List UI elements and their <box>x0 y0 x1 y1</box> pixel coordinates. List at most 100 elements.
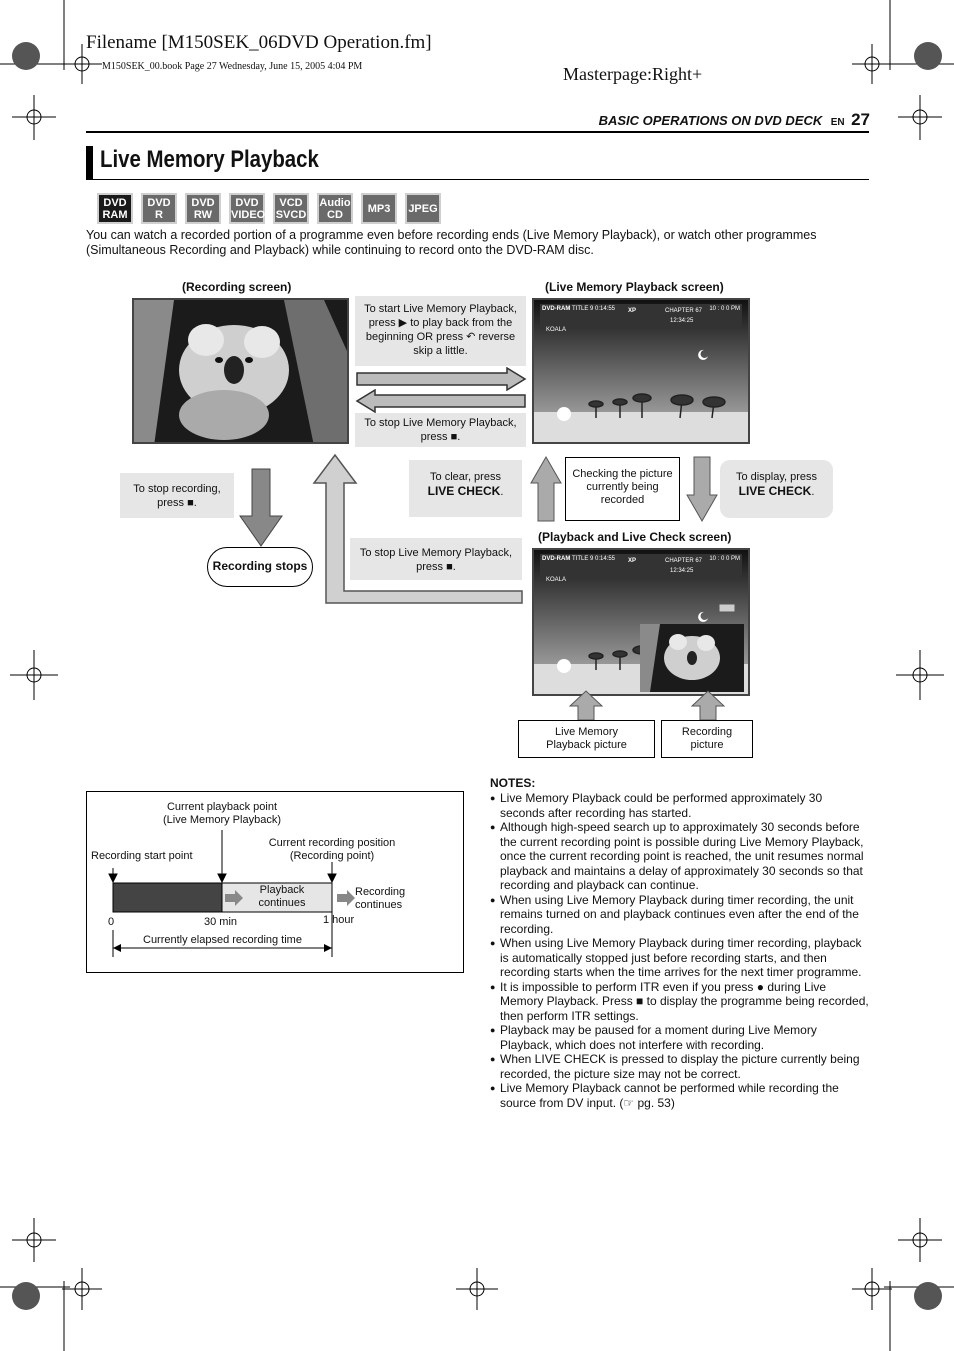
osd-clock: 12:34:25 <box>670 318 694 324</box>
disc-icon-line1: MP3 <box>367 202 391 215</box>
disc-icon-line2: VIDEO <box>231 208 266 221</box>
disc-icon-line1: DVD <box>191 196 215 209</box>
checking-picture-box: Checking the picture currently being rec… <box>565 457 680 521</box>
note-item: When LIVE CHECK is pressed to display th… <box>490 1052 870 1081</box>
disc-icon-line2: SVCD <box>275 208 307 221</box>
start-lmp-text-b: to play back from the beginning OR press <box>365 317 513 343</box>
osd-clock2: 10 : 0 0 PM <box>709 556 740 562</box>
down-arrow-display <box>686 456 718 523</box>
osd-chapter: CHAPTER 67 <box>665 308 703 314</box>
osd-time: 0:14:55 <box>595 556 616 562</box>
disc-icon-line2: RAM <box>102 208 128 221</box>
stop-lmp-box-2: To stop Live Memory Playback, press ■. <box>350 538 522 580</box>
section-title: BASIC OPERATIONS ON DVD DECK <box>598 113 823 128</box>
osd-clock: 12:34:25 <box>670 568 694 574</box>
down-arrow-recording <box>239 468 283 547</box>
up-arrow-clear <box>530 455 562 522</box>
note-item: Live Memory Playback cannot be performed… <box>490 1081 870 1110</box>
stop-icon: ■ <box>187 497 194 509</box>
left-arrow <box>355 389 526 413</box>
osd-mode: DVD-RAM <box>542 556 571 562</box>
plc-osd: DVD-RAM TITLE 9 0:14:55 XP CHAPTER 67 12… <box>540 554 742 583</box>
stop-lmp-2-dot: . <box>452 561 456 573</box>
stop-recording-text: To stop recording, press <box>133 483 221 509</box>
current-recording-label: Current recording position (Recording po… <box>268 837 396 862</box>
page-title: Live Memory Playback <box>100 146 319 173</box>
osd-quality: XP <box>628 308 637 314</box>
notes-section: NOTES: Live Memory Playback could be per… <box>490 776 870 1110</box>
start-lmp-box: To start Live Memory Playback, press ▶ t… <box>355 296 526 366</box>
start-lmp-text-c: reverse skip a little. <box>413 331 516 357</box>
lmp-osd: DVD-RAM TITLE 9 0:14:55 XP CHAPTER 67 12… <box>540 304 742 333</box>
plc-screen-label: (Playback and Live Check screen) <box>538 530 732 544</box>
stop-lmp-2-text: To stop Live Memory Playback, press <box>359 547 513 573</box>
print-filename: Filename [M150SEK_06DVD Operation.fm] <box>86 32 432 53</box>
disc-icon-line2: CD <box>327 208 343 221</box>
page-number: 27 <box>851 110 870 129</box>
clear-live-check-box: To clear, press LIVE CHECK. <box>409 460 522 517</box>
disc-icon-mp3: MP3 <box>361 193 397 224</box>
notes-heading: NOTES: <box>490 776 536 790</box>
disc-icon-line1: DVD <box>103 196 127 209</box>
play-icon: ▶ <box>398 317 408 329</box>
osd-clock2: 10 : 0 0 PM <box>709 306 740 312</box>
osd-name: KOALA <box>546 327 567 333</box>
tick-1-hour: 1 hour <box>323 914 355 926</box>
recording-stops-pill: Recording stops <box>207 547 313 587</box>
osd-chapter: CHAPTER 67 <box>665 558 703 564</box>
notes-list: Live Memory Playback could be performed … <box>490 791 870 1110</box>
intro-text: You can watch a recorded portion of a pr… <box>86 228 817 257</box>
display-text: To display, press <box>735 471 818 483</box>
lmp-screen: DVD-RAM TITLE 9 0:14:55 XP CHAPTER 67 12… <box>532 298 750 444</box>
display-dot: . <box>811 486 815 498</box>
timeline-box: Current playback point (Live Memory Play… <box>86 791 464 973</box>
return-arrow <box>312 453 523 604</box>
lang-label: EN <box>830 117 845 128</box>
disc-icon-line1: VCD <box>279 196 303 209</box>
display-live-check-box: To display, press LIVE CHECK. <box>720 460 833 518</box>
disc-icon-line1: JPEG <box>408 202 438 215</box>
note-item: It is impossible to perform ITR even if … <box>490 980 870 1024</box>
disc-icon-line1: DVD <box>235 196 259 209</box>
header-rule <box>86 131 869 133</box>
disc-icon-line1: DVD <box>147 196 171 209</box>
disc-icon-line2: RW <box>193 208 213 221</box>
elapsed-label: Currently elapsed recording time <box>141 934 304 946</box>
playback-continues-label: Playback continues <box>258 884 306 909</box>
right-arrow <box>356 367 527 391</box>
tick-0: 0 <box>108 916 115 928</box>
stop-lmp-1-dot: . <box>457 431 461 443</box>
lmp-picture-label: Live Memory Playback picture <box>518 720 655 758</box>
lmp-screen-label: (Live Memory Playback screen) <box>545 280 724 294</box>
osd-time: 0:14:55 <box>595 306 616 312</box>
print-book-info: M150SEK_00.book Page 27 Wednesday, June … <box>102 61 363 72</box>
current-playback-label: Current playback point (Live Memory Play… <box>163 801 281 826</box>
note-item: Live Memory Playback could be performed … <box>490 791 870 820</box>
disc-icon-jpeg: JPEG <box>405 193 441 224</box>
stop-recording-dot: . <box>193 497 197 509</box>
disc-icon-line2: R <box>155 208 163 221</box>
stop-lmp-box-1: To stop Live Memory Playback, press ■. <box>355 413 526 447</box>
note-item: When using Live Memory Playback during t… <box>490 936 870 980</box>
tick-30-min: 30 min <box>204 916 238 928</box>
recording-screen-label: (Recording screen) <box>182 280 292 294</box>
note-item: When using Live Memory Playback during t… <box>490 893 870 937</box>
stop-icon: ■ <box>450 431 458 443</box>
recording-continues-label: Recording continues <box>355 886 406 911</box>
inset-koala <box>640 624 744 692</box>
recording-start-label: Recording start point <box>91 850 193 862</box>
osd-title: TITLE 9 <box>572 306 594 312</box>
koala-image <box>134 300 347 442</box>
live-check-label: LIVE CHECK <box>738 484 812 498</box>
clear-dot: . <box>500 486 504 498</box>
plc-screen: DVD-RAM TITLE 9 0:14:55 XP CHAPTER 67 12… <box>532 548 750 696</box>
osd-mode: DVD-RAM <box>542 306 571 312</box>
stop-icon: ■ <box>446 561 453 573</box>
stop-recording-box: To stop recording, press ■. <box>120 473 234 518</box>
